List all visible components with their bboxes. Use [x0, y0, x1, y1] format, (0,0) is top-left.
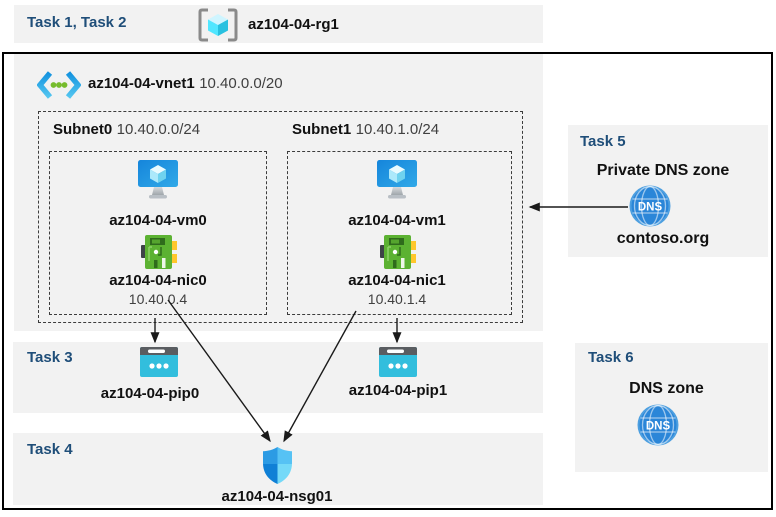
resource-group-icon	[197, 8, 239, 42]
dns-zone-icon: DNS	[636, 403, 680, 451]
vm1-label: az104-04-vm1	[348, 212, 446, 229]
nic1-icon	[379, 234, 417, 275]
task6-box	[575, 343, 768, 472]
task5-zone-name: contoso.org	[616, 230, 710, 247]
nic0-ip: 10.40.0.4	[128, 291, 188, 307]
subnet1-cidr: 10.40.1.0/24	[355, 121, 440, 138]
vm1-icon	[376, 160, 418, 208]
task6-label: Task 6	[588, 349, 634, 366]
vnet-icon	[36, 70, 82, 100]
subnet0-name: Subnet0	[53, 121, 113, 138]
dns-zone-icon-text: DNS	[646, 421, 671, 433]
vnet-label: az104-04-vnet1 10.40.0.0/20	[88, 75, 283, 93]
vm0-label: az104-04-vm0	[109, 212, 207, 229]
subnet1-box	[287, 151, 512, 315]
task5-title: Private DNS zone	[596, 162, 730, 179]
nsg-label: az104-04-nsg01	[221, 488, 333, 505]
task12-label: Task 1, Task 2	[27, 14, 127, 31]
task5-box	[568, 125, 768, 257]
pip0-label: az104-04-pip0	[100, 385, 200, 402]
resource-group-name: az104-04-rg1	[248, 16, 339, 33]
subnet0-box	[49, 151, 267, 315]
task3-band	[13, 342, 543, 413]
task4-label: Task 4	[27, 441, 73, 458]
subnet0-cidr: 10.40.0.0/24	[116, 121, 201, 138]
vm0-icon	[137, 160, 179, 208]
subnet0-label: Subnet0 10.40.0.0/24	[53, 121, 200, 139]
vnet-name: az104-04-vnet1	[88, 75, 195, 92]
nic0-label: az104-04-nic0	[109, 272, 207, 289]
nic1-ip: 10.40.1.4	[367, 291, 427, 307]
nsg-shield-icon	[262, 446, 293, 490]
vnet-panel	[14, 54, 543, 331]
diagram-frame	[2, 52, 773, 510]
pip0-icon	[140, 347, 178, 382]
nic0-icon	[140, 234, 178, 275]
task5-label: Task 5	[580, 133, 626, 150]
private-dns-zone-icon: DNS	[628, 184, 672, 232]
nic1-label: az104-04-nic1	[348, 272, 446, 289]
private-dns-icon-text: DNS	[638, 202, 663, 214]
vnet-cidr: 10.40.0.0/20	[199, 75, 283, 92]
task6-title: DNS zone	[629, 380, 704, 397]
task12-band	[14, 5, 543, 43]
subnet1-name: Subnet1	[292, 121, 352, 138]
pip1-icon	[379, 347, 417, 382]
task3-label: Task 3	[27, 349, 73, 366]
vnet-dashed-boundary	[38, 111, 523, 323]
subnet1-label: Subnet1 10.40.1.0/24	[292, 121, 439, 139]
pip1-label: az104-04-pip1	[348, 382, 448, 399]
